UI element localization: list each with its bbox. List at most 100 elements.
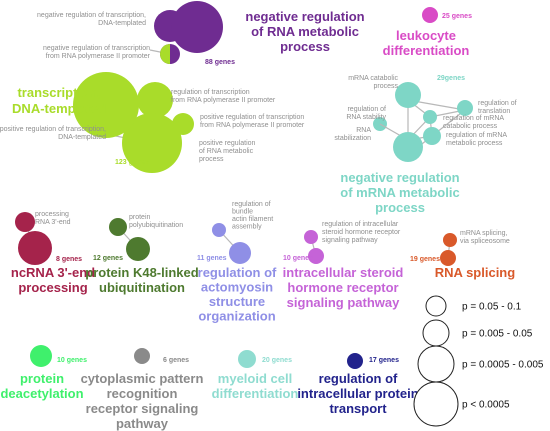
term-label-steroid-line: steroid hormone receptor xyxy=(322,229,401,236)
term-label-k48-line: polyubiquitination xyxy=(129,222,183,229)
legend-circle xyxy=(422,319,450,347)
cluster-title-steroid-line: hormone receptor xyxy=(287,280,398,295)
cluster-title-ncrna-line: ncRNA 3'-end xyxy=(11,265,95,280)
node-positive-reg-transcription xyxy=(122,113,182,173)
cluster-title-transport-line: intracellular protein xyxy=(297,386,418,401)
cluster-title-steroid-line: intracellular steroid xyxy=(283,265,404,280)
cluster-title-actomyosin-line: actomyosin xyxy=(201,280,273,295)
cluster-title-rna-metabolic-line: process xyxy=(280,39,330,54)
node-regulation-bundle-assembly xyxy=(212,223,226,237)
term-label-mrna-metabolic-line: stabilization xyxy=(334,135,371,142)
cluster-title-transport-line: transport xyxy=(329,401,387,416)
cluster-title-cytoplasmic-line: receptor signaling xyxy=(86,401,199,416)
node-processing-rna-3end xyxy=(15,212,35,232)
term-label-steroid-line: regulation of intracellular xyxy=(322,221,399,228)
node-regulation-mrna-catabolic xyxy=(423,127,441,145)
legend-circle xyxy=(425,295,447,317)
cluster-title-actomyosin-line: regulation of xyxy=(198,265,277,280)
term-label-mrna-metabolic-line: process xyxy=(373,83,398,90)
p-value-legend: p = 0.05 - 0.1p = 0.005 - 0.05p = 0.0005… xyxy=(413,295,544,427)
term-label-transcription-line: positive regulation of transcription xyxy=(200,114,304,121)
cluster-title-splicing: RNA splicing xyxy=(435,265,515,280)
node-ncrna-3end-processing xyxy=(18,231,52,265)
gene-count-transport: 17 genes xyxy=(369,357,399,364)
gene-count-cytoplasmic: 6 genes xyxy=(163,357,189,364)
gene-count-ncrna: 8 genes xyxy=(56,256,82,263)
term-label-rna-metabolic: negative regulation of transcription,DNA… xyxy=(37,12,146,27)
gene-count-transcription: 123 genes xyxy=(115,159,149,166)
node-protein-polyubiquitination xyxy=(109,218,127,236)
node-regulation-transcription-pol2 xyxy=(137,82,173,118)
term-label-transcription-line: from RNA polymerase II promoter xyxy=(171,97,276,104)
gene-count-actomyosin: 11 genes xyxy=(197,255,227,262)
node-reg-steroid-signaling xyxy=(304,230,318,244)
term-label-splicing-line: via spliceosome xyxy=(460,238,510,245)
node-k48-ubiquitination xyxy=(126,237,150,261)
cluster-title-deacetylation-line: protein xyxy=(20,371,64,386)
term-label-transcription-line: from RNA polymerase II promoter xyxy=(200,122,305,129)
node-regulation-rna-stability xyxy=(423,110,437,124)
cluster-title-mrna-metabolic-line: negative regulation xyxy=(340,170,459,185)
cluster-title-leukocyte-line: leukocyte xyxy=(396,28,456,43)
term-label-mrna-metabolic-line: RNA xyxy=(356,127,371,134)
term-label-mrna-metabolic-line: RNA stability xyxy=(346,114,386,121)
cluster-title-mrna-metabolic-line: process xyxy=(375,200,425,215)
node-mrna-catabolic xyxy=(395,82,421,108)
term-label-transcription-line: positive regulation xyxy=(199,140,256,147)
term-label-transcription-line: DNA-templated xyxy=(58,134,106,141)
term-label-mrna-metabolic-line: catabolic process xyxy=(443,123,498,130)
cluster-title-transport-line: regulation of xyxy=(319,371,398,386)
node-rna-splicing xyxy=(440,250,456,266)
cluster-title-k48-line: protein K48-linked xyxy=(85,265,198,280)
node-neg-reg-rna-metabolic xyxy=(171,1,223,53)
term-label-rna-metabolic-line: DNA-templated xyxy=(98,20,146,27)
node-cytoplasmic-pattern-recognition xyxy=(134,348,150,364)
cluster-title-transcription: transcription,DNA-templated xyxy=(12,85,106,116)
cluster-title-mrna-metabolic-line: of mRNA metabolic xyxy=(340,185,459,200)
node-intracellular-protein-transport xyxy=(347,353,363,369)
node-protein-deacetylation xyxy=(30,345,52,367)
term-label-transcription-line: of RNA metabolic xyxy=(199,148,254,155)
node-actomyosin-organization xyxy=(229,242,251,264)
term-label-actomyosin-line: actin filament xyxy=(232,216,273,223)
cluster-title-k48-line: ubiquitination xyxy=(99,280,185,295)
legend-label: p = 0.05 - 0.1 xyxy=(462,302,522,313)
term-label-mrna-metabolic-line: metabolic process xyxy=(446,140,503,147)
term-label-transcription: positive regulation of transcription,DNA… xyxy=(0,126,106,141)
gene-count-rna-metabolic: 88 genes xyxy=(205,59,235,66)
node-steroid-receptor-signaling xyxy=(308,248,324,264)
cluster-title-splicing-line: RNA splicing xyxy=(435,265,515,280)
cluster-title-cytoplasmic-line: pathway xyxy=(116,416,169,431)
term-label-mrna-metabolic-line: regulation of mRNA xyxy=(446,132,507,139)
term-label-actomyosin-line: bundle xyxy=(232,209,253,216)
node-mrna-splicing-spliceosome xyxy=(443,233,457,247)
term-label-mrna-metabolic-line: translation xyxy=(478,108,510,115)
gene-count-splicing: 19 genes xyxy=(410,256,440,263)
node-transcription-dna-templated xyxy=(73,72,139,138)
cluster-title-actomyosin-line: organization xyxy=(198,309,275,324)
cluster-title-rna-metabolic-line: negative regulation xyxy=(245,9,364,24)
term-label-rna-metabolic-line: negative regulation of transcription, xyxy=(37,12,146,19)
legend-label: p = 0.005 - 0.05 xyxy=(462,329,533,340)
term-label-transcription-line: regulation of transcription xyxy=(171,89,250,96)
term-label-mrna-metabolic-line: regulation of mRNA xyxy=(443,115,504,122)
term-label-rna-metabolic-line: negative regulation of transcription xyxy=(43,45,150,52)
cluster-title-leukocyte-line: differentiation xyxy=(383,43,470,58)
node-neg-reg-mrna-metabolic xyxy=(393,132,423,162)
